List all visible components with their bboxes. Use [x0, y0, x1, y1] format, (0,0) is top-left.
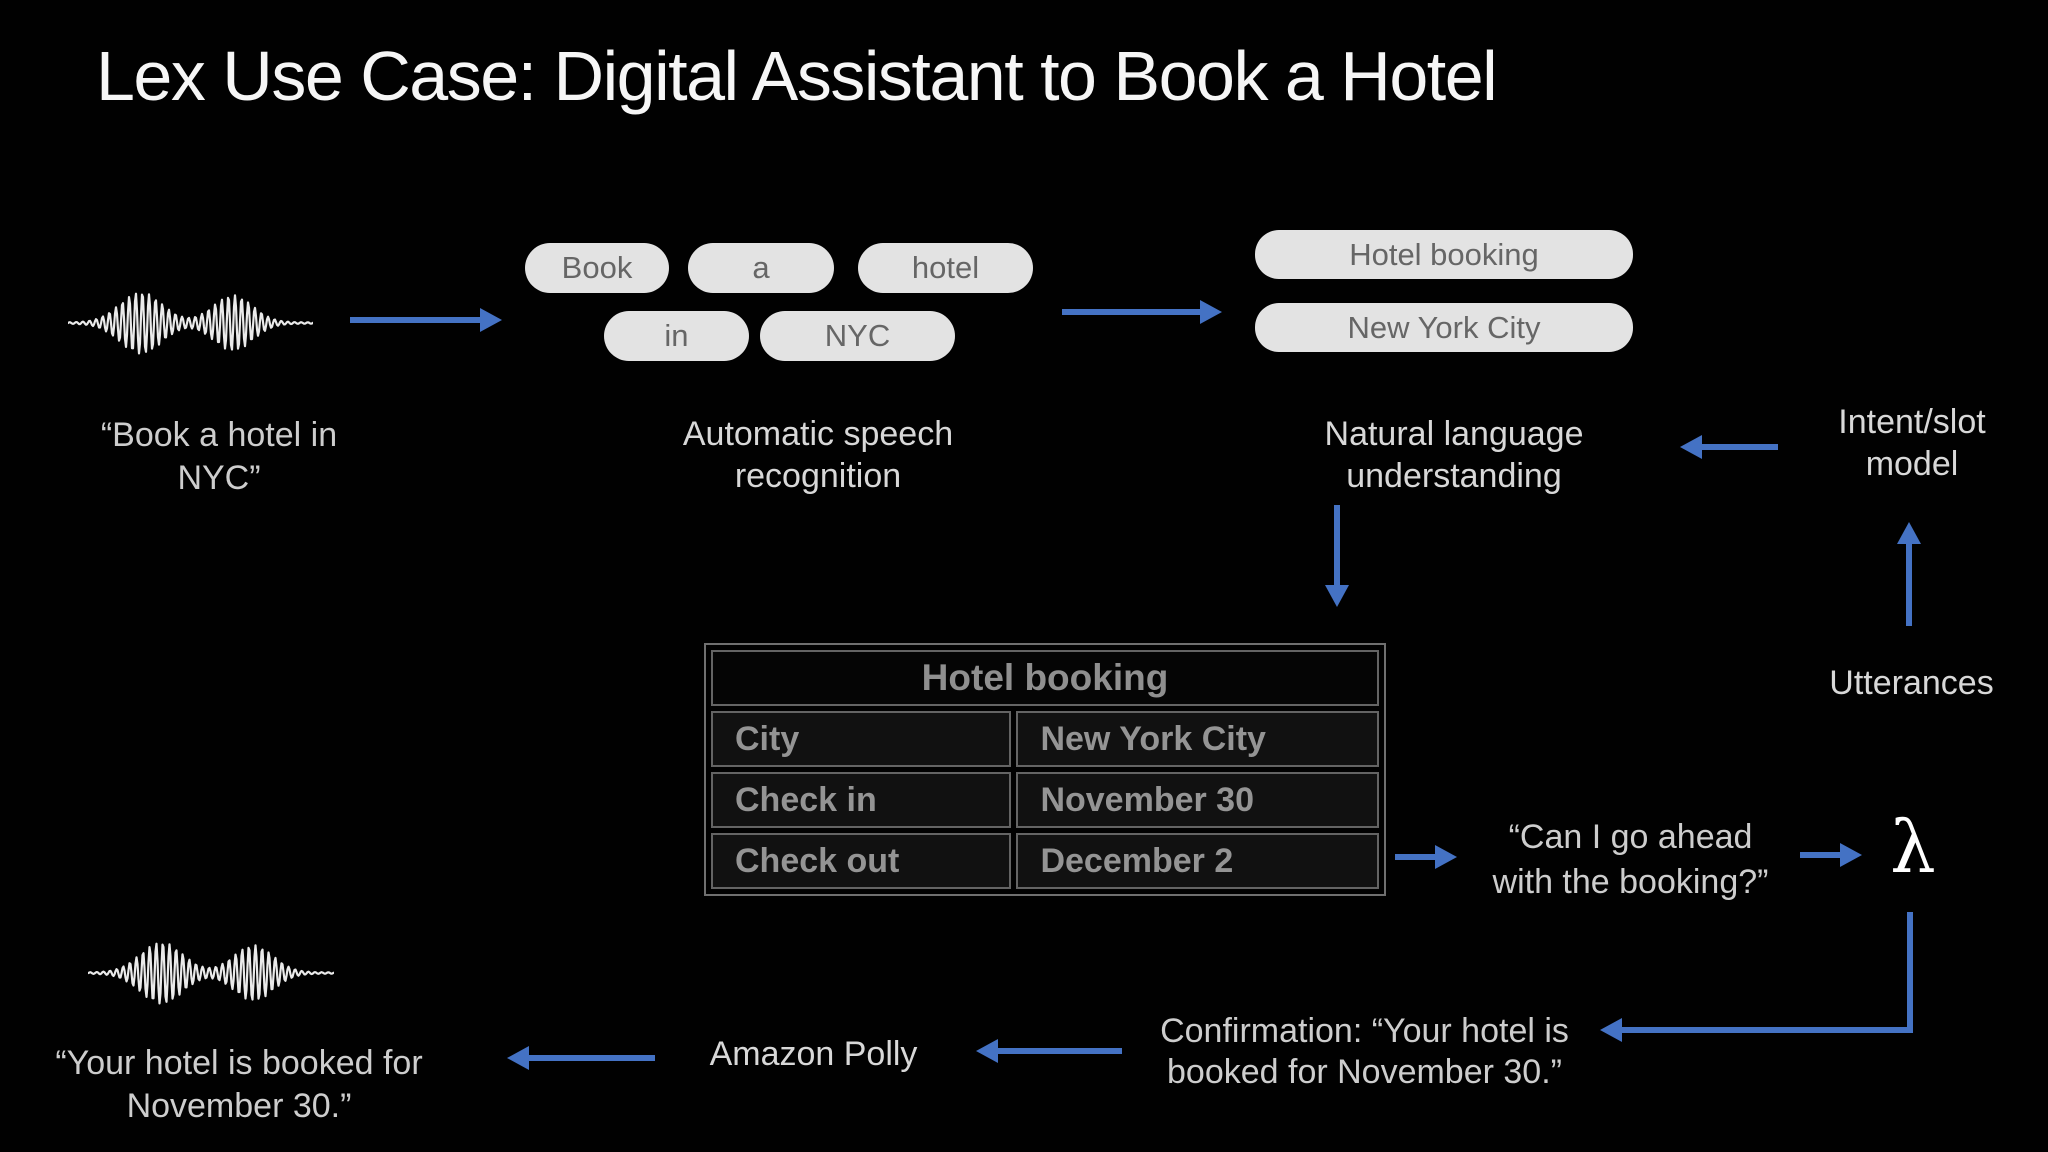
chip-label: New York City	[1347, 309, 1541, 345]
nlu-label: Natural language understanding	[1324, 415, 1584, 495]
table-row: Check out December 2	[711, 833, 1379, 889]
token-pill-book: Book	[525, 243, 669, 293]
arrow-right-icon	[1435, 845, 1457, 869]
arrow-left-icon	[976, 1039, 998, 1063]
arrow-up-icon	[1897, 522, 1921, 544]
token-pill-a: a	[688, 243, 834, 293]
lambda-icon: λ	[1890, 805, 1936, 889]
booking-table: Hotel booking City New York City Check i…	[704, 643, 1386, 896]
field-cell: Check out	[711, 833, 1012, 889]
prompt-line2: with the booking?”	[1492, 863, 1769, 901]
token-pill-nyc: NYC	[760, 311, 955, 361]
arrow-right-icon	[1840, 843, 1862, 867]
arrow-asr-to-nlu	[1062, 296, 1222, 328]
arrow-down-icon	[1325, 585, 1349, 607]
field-cell: City	[711, 711, 1012, 767]
table-row: City New York City	[711, 711, 1379, 767]
token-label: in	[664, 318, 689, 353]
voice-output-line2: November 30.”	[126, 1087, 352, 1125]
voice-input-quote-line2: NYC”	[177, 459, 261, 497]
asr-label: Automatic speech recognition	[682, 415, 954, 495]
arrow-table-to-prompt	[1395, 841, 1457, 873]
arrow-left-icon	[507, 1046, 529, 1070]
chip-label: Hotel booking	[1349, 236, 1539, 272]
voice-output-line1: “Your hotel is booked for	[55, 1044, 423, 1082]
table-header-row: Hotel booking	[711, 650, 1379, 706]
token-pill-hotel: hotel	[858, 243, 1033, 293]
sound-wave-icon	[88, 942, 334, 1005]
amazon-polly-label: Amazon Polly	[709, 1035, 918, 1073]
arrow-model-to-nlu	[1680, 431, 1778, 463]
token-label: a	[752, 250, 770, 285]
confirmation-line1: Confirmation: “Your hotel is	[1160, 1012, 1569, 1050]
arrow-right-icon	[480, 308, 502, 332]
confirmation-text: Confirmation: “Your hotel is booked for …	[1142, 1011, 1587, 1093]
sound-wave-icon	[68, 292, 313, 355]
prompt-line1: “Can I go ahead	[1508, 818, 1753, 856]
arrow-prompt-to-lambda	[1800, 839, 1862, 871]
value-cell: New York City	[1016, 711, 1379, 767]
voice-input-quote-line1: “Book a hotel in	[100, 416, 338, 454]
arrow-left-icon	[1680, 435, 1702, 459]
token-label: hotel	[911, 250, 980, 285]
value-cell: November 30	[1016, 772, 1379, 828]
table-row: Check in November 30	[711, 772, 1379, 828]
arrow-utterances-to-model	[1893, 522, 1925, 626]
arrow-left-icon	[1600, 1018, 1622, 1042]
nlu-intent-chip: Hotel booking	[1255, 230, 1633, 279]
confirmation-prompt-quote: “Can I go ahead with the booking?”	[1478, 815, 1783, 905]
arrow-voice-to-asr	[350, 304, 502, 336]
token-label: Book	[561, 250, 633, 285]
nlu-slot-chip: New York City	[1255, 303, 1633, 352]
table-title: Hotel booking	[711, 650, 1379, 706]
value-cell: December 2	[1016, 833, 1379, 889]
field-cell: Check in	[711, 772, 1012, 828]
voice-input-quote: “Book a hotel in NYC”	[79, 414, 359, 500]
elbow-vertical-segment	[1907, 912, 1913, 1033]
token-pill-in: in	[604, 311, 749, 361]
arrow-confirmation-to-polly	[976, 1035, 1122, 1067]
token-label: NYC	[824, 318, 891, 353]
page-title: Lex Use Case: Digital Assistant to Book …	[96, 37, 1498, 115]
intent-slot-model-line2: model	[1865, 445, 1959, 483]
arrow-nlu-to-table	[1321, 505, 1353, 607]
utterances-label: Utterances	[1829, 664, 1994, 702]
arrow-right-icon	[1200, 300, 1222, 324]
confirmation-line2: booked for November 30.”	[1167, 1053, 1562, 1091]
elbow-horizontal-segment	[1622, 1027, 1910, 1033]
intent-slot-model-line1: Intent/slot	[1838, 403, 1986, 441]
intent-slot-model-label: Intent/slot model	[1807, 401, 2017, 485]
arrow-polly-to-output	[507, 1042, 655, 1074]
voice-output-quote: “Your hotel is booked for November 30.”	[29, 1042, 449, 1128]
